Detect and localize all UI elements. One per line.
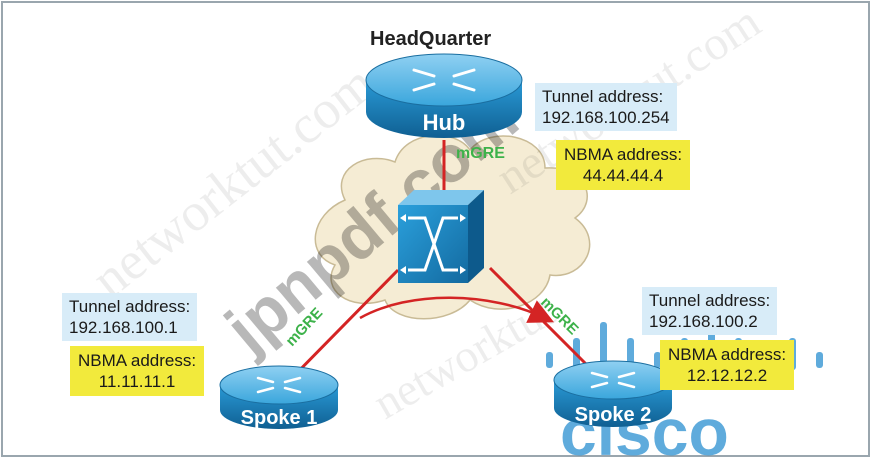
spoke1-nbma-address-box: NBMA address: 11.11.11.1: [70, 346, 205, 396]
link-switch-spoke2: [488, 266, 602, 380]
hub-nbma-ip: 44.44.44.4: [582, 166, 664, 185]
spoke1-tunnel-address-box: Tunnel address: 192.168.100.1: [62, 293, 198, 341]
spoke2-router-label: Spoke 2: [575, 404, 652, 426]
hub-nbma-address-box: NBMA address: 44.44.44.4: [556, 140, 691, 190]
spoke1-nbma-label: NBMA address:: [78, 351, 197, 370]
hub-router-label: Hub: [423, 110, 466, 135]
spoke2-nbma-label: NBMA address:: [668, 345, 787, 364]
spoke2-nbma-ip: 12.12.12.2: [686, 366, 768, 385]
spoke2-tunnel-address-box: Tunnel address: 192.168.100.2: [642, 287, 778, 335]
hub-tunnel-ip: 192.168.100.254: [542, 108, 670, 127]
hub-router-icon: [365, 53, 523, 138]
spoke-to-spoke-arrow: [359, 296, 555, 323]
spoke1-tunnel-label: Tunnel address:: [69, 297, 191, 316]
link-switch-spoke1: [283, 268, 400, 387]
spoke2-router-icon: [553, 360, 673, 427]
hub-tunnel-label: Tunnel address:: [542, 87, 664, 106]
spoke1-router-label: Spoke 1: [241, 407, 318, 429]
spoke1-tunnel-ip: 192.168.100.1: [69, 318, 178, 337]
mgre-switch-icon: [398, 190, 484, 283]
spoke2-tunnel-ip: 192.168.100.2: [649, 312, 758, 331]
headquarter-title: HeadQuarter: [370, 28, 492, 50]
spoke1-router-icon: [219, 365, 339, 429]
spoke2-tunnel-label: Tunnel address:: [649, 291, 771, 310]
spoke1-nbma-ip: 11.11.11.1: [98, 372, 176, 391]
hub-nbma-label: NBMA address:: [564, 145, 683, 164]
hub-tunnel-address-box: Tunnel address: 192.168.100.254: [535, 83, 677, 131]
hub-mgre-label: mGRE: [456, 145, 505, 162]
spoke2-nbma-address-box: NBMA address: 12.12.12.2: [660, 340, 795, 390]
